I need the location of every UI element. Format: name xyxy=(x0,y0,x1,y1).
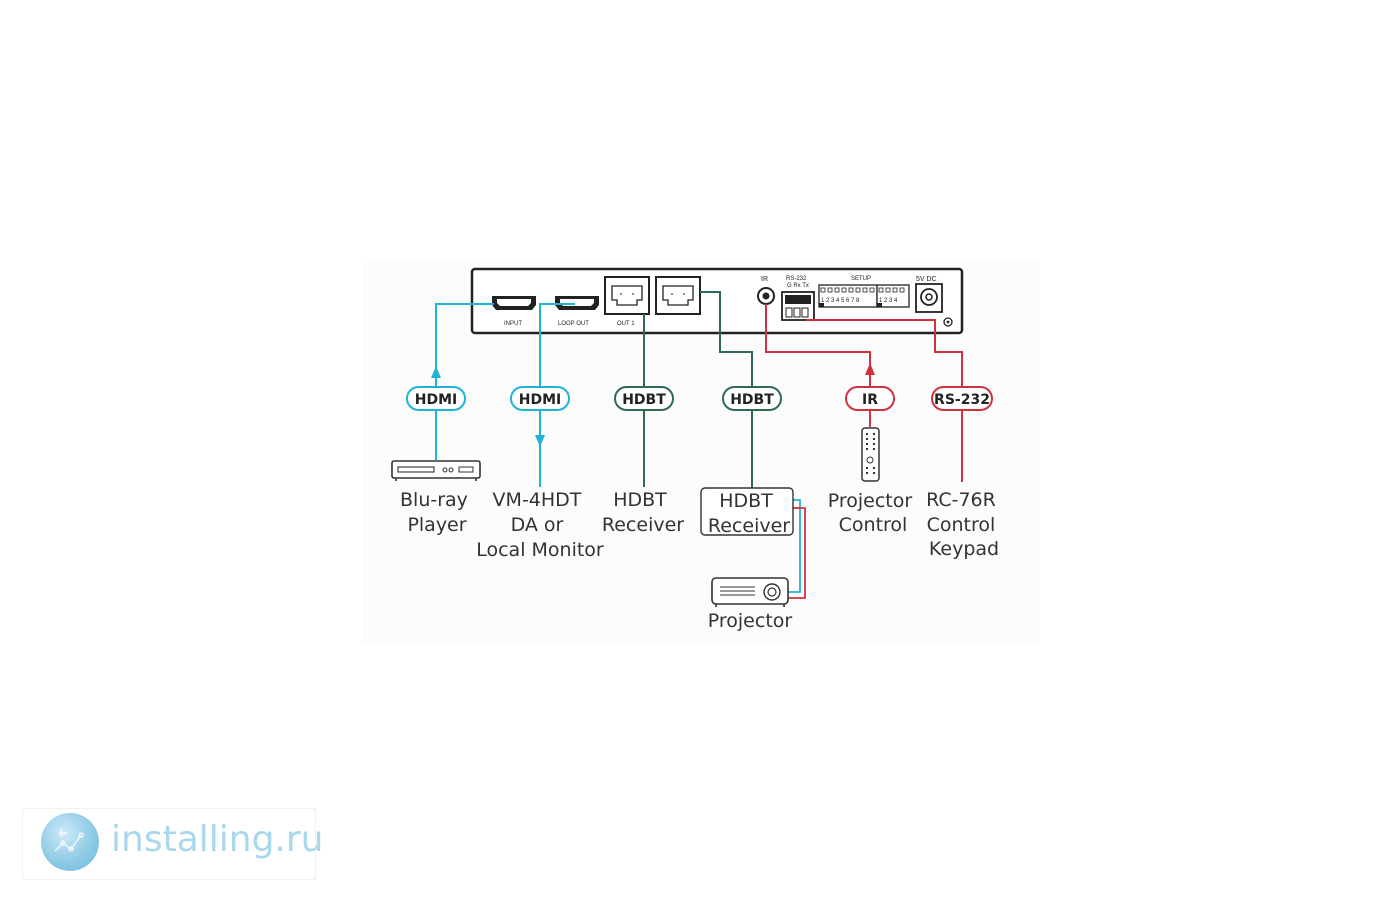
pill-ir: IR xyxy=(845,386,895,411)
bluray-label: Blu-ray Player xyxy=(400,489,474,536)
loop-out-port-label: LOOP OUT xyxy=(558,321,589,327)
rs232-port: RS-232 G Rx Tx xyxy=(781,276,815,321)
vm4hdt-label-line2: DA or xyxy=(511,514,564,536)
projector-icon xyxy=(711,577,789,607)
dip-switch xyxy=(862,287,868,293)
pill-ir-label: IR xyxy=(862,392,878,408)
remote-button xyxy=(866,467,868,469)
dip-b-numbers: 1 2 3 4 xyxy=(879,298,898,304)
dip-switch xyxy=(885,287,891,293)
arrow-up-icon xyxy=(865,363,875,375)
hdbt-receiver-2-line2: Receiver xyxy=(708,515,790,537)
vm4hdt-label-line1: VM-4HDT xyxy=(493,489,582,511)
pill-hdbt-1-label: HDBT xyxy=(622,392,666,408)
dip-switch-ticks xyxy=(820,287,905,293)
rj45-out1-port: OUT 1 xyxy=(604,276,650,327)
pill-rs232: RS-232 xyxy=(931,386,993,411)
remote-button xyxy=(873,448,875,450)
pill-hdbt-2: HDBT xyxy=(722,386,782,411)
hdbt-receiver-2-box xyxy=(700,487,794,536)
pill-rs232-label: RS-232 xyxy=(934,392,990,408)
hdbt-receiver-1-line2: Receiver xyxy=(602,514,684,536)
arrow-up-icon xyxy=(431,366,441,378)
projector-control-line1: Projector xyxy=(828,490,913,512)
bluray-label-line1: Blu-ray xyxy=(400,489,468,511)
vm4hdt-label-line3: Local Monitor xyxy=(476,539,604,561)
remote-control-icon xyxy=(861,427,880,482)
pill-hdmi-output: HDMI xyxy=(510,386,570,411)
hdbt-receiver-1-label: HDBT Receiver xyxy=(602,489,684,536)
out1-port-label: OUT 1 xyxy=(617,321,635,327)
remote-button xyxy=(866,433,868,435)
rj45-out2-port xyxy=(655,276,701,315)
rs232-pins-label: G Rx Tx xyxy=(787,283,809,289)
watermark-text: installing.ru xyxy=(111,819,324,860)
arrow-down-icon xyxy=(535,435,545,447)
pill-hdbt-2-label: HDBT xyxy=(730,392,774,408)
rs232-port-label: RS-232 xyxy=(786,276,807,282)
power-label: 5V DC xyxy=(916,276,937,283)
rc76r-line1: RC-76R xyxy=(926,489,996,511)
remote-button xyxy=(866,472,868,474)
dip-switch xyxy=(892,287,898,293)
bluray-player-icon xyxy=(391,460,481,481)
input-port-label: INPUT xyxy=(504,321,522,327)
projector-label: Projector xyxy=(708,610,793,632)
rc76r-label: RC-76R Control Keypad xyxy=(926,489,1002,560)
hdmi-input-port: INPUT xyxy=(492,296,536,327)
hdbt-receiver-2-line1: HDBT xyxy=(719,490,773,512)
pill-hdmi-output-label: HDMI xyxy=(519,392,561,408)
remote-button xyxy=(873,472,875,474)
dip-switch xyxy=(869,287,875,293)
pill-hdmi-input: HDMI xyxy=(406,386,466,411)
remote-button xyxy=(866,448,868,450)
remote-button xyxy=(873,438,875,440)
pill-hdbt-1: HDBT xyxy=(614,386,674,411)
dip-switch xyxy=(855,287,861,293)
dip-switch xyxy=(834,287,840,293)
watermark: installing.ru xyxy=(22,808,323,880)
rc76r-line2: Control xyxy=(927,514,996,536)
hdbt-receiver-2-label: HDBT Receiver xyxy=(708,490,790,537)
setup-dip-switches: SETUP 1 2 3 4 5 6 7 8 1 2 3 4 xyxy=(818,276,910,308)
projector-control-label: Projector Control xyxy=(828,490,919,536)
dip-switch xyxy=(827,287,833,293)
cable-receiver-projector-control xyxy=(788,507,806,599)
dip-a-numbers: 1 2 3 4 5 6 7 8 xyxy=(821,298,860,304)
dip-switch xyxy=(899,287,905,293)
remote-button xyxy=(873,467,875,469)
projector-control-line2: Control xyxy=(839,514,908,536)
bluray-label-line2: Player xyxy=(407,514,466,536)
setup-label: SETUP xyxy=(851,276,871,282)
ir-port-label: IR xyxy=(761,276,768,283)
dip-switch xyxy=(841,287,847,293)
hdbt-receiver-1-line1: HDBT xyxy=(613,489,667,511)
remote-button xyxy=(873,433,875,435)
dip-switch xyxy=(848,287,854,293)
watermark-logo-icon xyxy=(41,813,99,871)
cable-hdmi-loop-out xyxy=(539,303,575,487)
remote-button xyxy=(866,438,868,440)
power-port: 5V DC xyxy=(915,276,953,327)
remote-button xyxy=(866,443,868,445)
vm4hdt-label: VM-4HDT DA or Local Monitor xyxy=(476,489,604,561)
pill-hdmi-input-label: HDMI xyxy=(415,392,457,408)
rc76r-line3: Keypad xyxy=(929,538,999,560)
dip-switch xyxy=(820,287,826,293)
cable-receiver-projector-video xyxy=(788,499,801,593)
remote-button xyxy=(873,443,875,445)
dip-switch xyxy=(878,287,884,293)
